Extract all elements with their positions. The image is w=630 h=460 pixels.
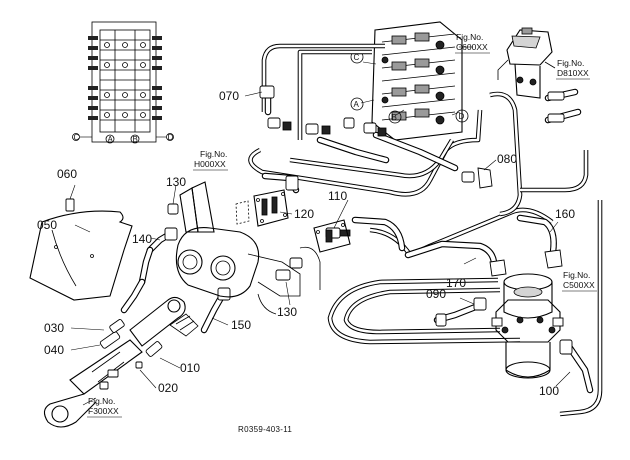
inset-marker-a-label: A <box>108 135 114 144</box>
part-label-070: 070 <box>219 89 239 103</box>
fig-ref-f300-line2: F300XX <box>88 406 119 416</box>
figure-references: Fig.No. C600XX Fig.No. D810XX Fig.No. H0… <box>87 32 597 418</box>
port-marker-d <box>455 109 469 123</box>
inset-marker-b <box>130 134 140 144</box>
fig-ref-d810-line1: Fig.No. <box>557 58 584 68</box>
part-label-140: 140 <box>132 232 152 246</box>
part-label-110: 110 <box>328 189 347 203</box>
bolt-130-upper <box>167 203 179 215</box>
elbow-fitting-160 <box>544 249 563 269</box>
part-label-100: 100 <box>539 384 559 398</box>
inset-marker-d <box>166 133 174 141</box>
inset-marker-d-label: D <box>168 133 174 142</box>
part-label-130-upper: 130 <box>166 175 186 189</box>
part-label-130-lower: 130 <box>277 305 297 319</box>
control-valve: C A B D <box>350 21 473 141</box>
part-label-060: 060 <box>57 167 77 181</box>
port-marker-d-label: D <box>459 112 465 121</box>
port-marker-b <box>388 110 402 124</box>
part-label-050: 050 <box>37 218 57 232</box>
inset-marker-c <box>72 133 80 141</box>
swing-bracket <box>175 181 321 315</box>
part-label-040: 040 <box>44 343 64 357</box>
valve-plate-110 <box>313 219 351 253</box>
part-label-120: 120 <box>294 207 314 221</box>
inset-marker-a <box>105 134 115 144</box>
bolt-060 <box>65 198 75 212</box>
part-label-170: 170 <box>446 276 466 290</box>
fig-ref-d810-line2: D810XX <box>557 68 589 78</box>
hose-fitting-080 <box>461 171 475 183</box>
fig-ref-c600-line2: C600XX <box>456 42 488 52</box>
control-valve-inset: C A B D <box>72 21 174 144</box>
port-marker-a <box>350 97 364 111</box>
port-marker-a-label: A <box>354 100 360 109</box>
pilot-valve <box>497 27 556 99</box>
swing-cylinder <box>43 296 199 428</box>
valve-plate-120 <box>235 189 289 227</box>
fig-ref-h000-line1: Fig.No. <box>200 149 227 159</box>
part-label-020: 020 <box>158 381 178 395</box>
part-label-080: 080 <box>497 152 517 166</box>
swivel-joint <box>491 273 564 379</box>
drawing-code: R0359-403-11 <box>238 425 292 434</box>
part-labels: 070 080 160 170 090 100 110 120 130 130 … <box>37 89 575 398</box>
fig-ref-h000-line2: H000XX <box>194 159 226 169</box>
pipe-runs <box>248 43 603 417</box>
part-label-010: 010 <box>180 361 200 375</box>
fittings <box>65 85 573 355</box>
fig-ref-c600-line1: Fig.No. <box>456 32 483 42</box>
part-label-160: 160 <box>555 207 575 221</box>
fig-ref-f300-line1: Fig.No. <box>88 396 115 406</box>
leader-lines <box>69 91 571 406</box>
part-label-090: 090 <box>426 287 446 301</box>
inset-marker-c-label: C <box>74 133 80 142</box>
fig-ref-c500-line1: Fig.No. <box>563 270 590 280</box>
port-marker-b-label: B <box>392 113 397 122</box>
port-marker-c-label: C <box>354 53 360 62</box>
hose-fitting-070 <box>259 85 275 99</box>
cover-050 <box>29 210 133 301</box>
inset-marker-b-label: B <box>133 135 138 144</box>
part-label-030: 030 <box>44 321 64 335</box>
fig-ref-c500-line2: C500XX <box>563 280 595 290</box>
hoses <box>120 88 594 394</box>
part-label-150: 150 <box>231 318 251 332</box>
